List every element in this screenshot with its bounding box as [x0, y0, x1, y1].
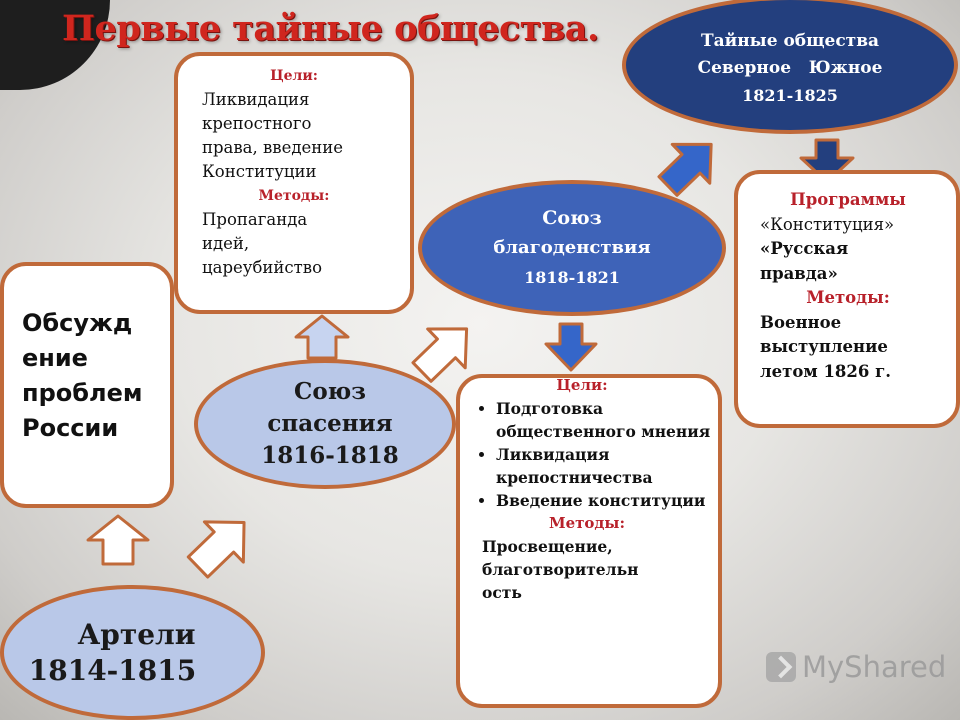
discussion-line-3: проблем: [22, 379, 143, 407]
salvation-goal-line-4: Конституции: [202, 162, 317, 181]
salvation-goal-line-2: крепостного: [202, 114, 312, 133]
artels-oval: Артели 1814-1815: [0, 585, 265, 720]
welfare-goal-item: Введение конституции: [496, 489, 712, 512]
salvation-line-3: 1816-1818: [261, 442, 399, 469]
watermark-logo-icon: [766, 652, 796, 682]
programs-line-2: «Русская: [760, 239, 849, 258]
secret-societies-oval: Тайные общества Северное Южное 1821-1825: [622, 0, 958, 134]
welfare-line-3: 1818-1821: [524, 268, 620, 287]
salvation-method-line-1: Пропаганда: [202, 210, 308, 229]
salvation-goal-line-3: права, введение: [202, 138, 344, 157]
welfare-goals-label: Цели:: [556, 376, 608, 394]
programs-method-line-1: Военное: [760, 312, 842, 332]
arrow-diagonal-welfare-to-secret: [657, 142, 713, 197]
watermark: MyShared: [766, 650, 946, 684]
salvation-union-oval: Союз спасения 1816-1818: [194, 359, 456, 489]
welfare-method-line-3: ость: [482, 583, 522, 602]
welfare-line-2: благоденствия: [493, 237, 651, 258]
programs-box: Программы «Конституция» «Русская правда»…: [734, 170, 960, 428]
welfare-goals-list: Подготовка общественного мнения Ликвидац…: [482, 397, 712, 512]
programs-method-line-2: выступление: [760, 337, 888, 356]
discussion-box: Обсужд ение проблем России: [0, 262, 174, 508]
artels-name: Артели: [77, 617, 196, 651]
salvation-method-line-3: цареубийство: [202, 258, 323, 277]
salvation-goals-label: Цели:: [270, 68, 318, 84]
salvation-line-2: спасения: [267, 410, 393, 437]
programs-line-1: «Конституция»: [760, 214, 895, 234]
arrow-up-salvation-to-goals: [294, 314, 350, 360]
slide-title: Первые тайные общества.: [62, 8, 599, 49]
secret-line-2: Северное Южное: [697, 57, 883, 78]
discussion-line-1: Обсужд: [22, 309, 133, 337]
artels-years: 1814-1815: [28, 653, 197, 687]
secret-line-1: Тайные общества: [700, 30, 880, 51]
arrow-diagonal-salvation-to-welfare: [411, 327, 469, 383]
welfare-method-line-2: благотворительн: [482, 560, 639, 579]
programs-method-line-3: летом 1826 г.: [760, 361, 891, 381]
salvation-line-1: Союз: [294, 378, 366, 405]
watermark-text: MyShared: [802, 650, 947, 684]
welfare-goal-item: Подготовка общественного мнения: [496, 397, 712, 443]
welfare-method-line-1: Просвещение,: [482, 537, 613, 556]
programs-methods-label: Методы:: [806, 288, 890, 307]
arrow-diagonal-artels-to-salvation: [186, 520, 246, 579]
salvation-methods-label: Методы:: [258, 188, 330, 204]
discussion-line-2: ение: [22, 344, 88, 372]
arrow-down-welfare-to-goals: [544, 322, 598, 372]
welfare-goal-item: Ликвидация крепостничества: [496, 443, 712, 489]
welfare-methods-label: Методы:: [548, 514, 626, 532]
welfare-union-oval: Союз благоденствия 1818-1821: [418, 180, 726, 316]
salvation-goals-box: Цели: Ликвидация крепостного права, введ…: [174, 52, 414, 314]
salvation-goal-line-1: Ликвидация: [202, 90, 310, 109]
arrow-up-artels-to-discussion: [86, 514, 150, 566]
welfare-line-1: Союз: [542, 207, 602, 229]
programs-label: Программы: [790, 190, 906, 209]
programs-line-3: правда»: [760, 263, 838, 283]
secret-line-3: 1821-1825: [742, 85, 838, 105]
salvation-method-line-2: идей,: [202, 234, 250, 253]
welfare-goals-box: Цели: Подготовка общественного мнения Ли…: [456, 374, 722, 708]
discussion-line-4: России: [22, 414, 119, 442]
